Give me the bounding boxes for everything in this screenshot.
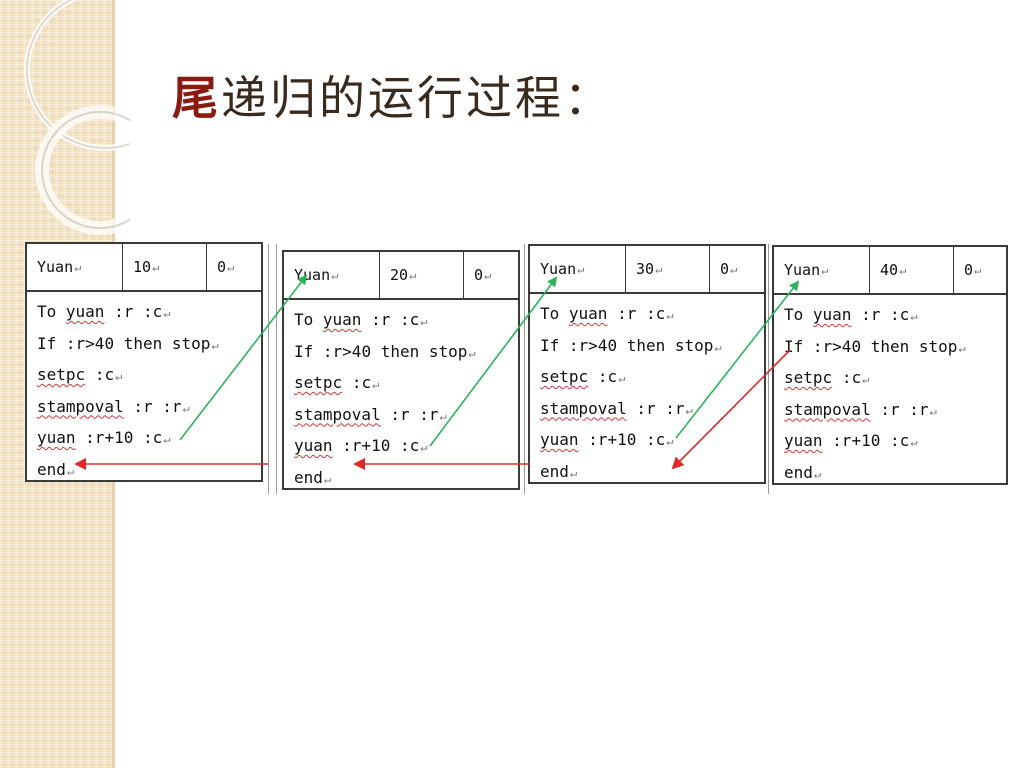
- frame-code: To yuan :r :c↵ If :r>40 then stop↵ setpc…: [774, 295, 1006, 488]
- code-line-3: setpc :c↵: [540, 367, 626, 386]
- title-rest: 递归的运行过程：: [221, 71, 613, 125]
- code-line-3: setpc :c↵: [294, 373, 380, 392]
- code-line-2: If :r>40 then stop↵: [540, 335, 722, 355]
- call-arrow-3: [675, 280, 800, 439]
- header-r: 30↵: [626, 246, 710, 292]
- frame-header: Yuan↵ 10↵ 0↵: [27, 244, 261, 292]
- call-arrow-1: [179, 274, 308, 441]
- code-line-4: stampoval :r :r↵: [37, 396, 190, 416]
- frame-code: To yuan :r :c↵ If :r>40 then stop↵ setpc…: [27, 292, 261, 485]
- header-c: 0↵: [720, 260, 738, 278]
- code-line-4: stampoval :r :r↵: [294, 404, 447, 424]
- frame-3: Yuan↵ 30↵ 0↵ To yuan :r :c↵ If :r>40 the…: [528, 244, 766, 484]
- frame-divider: [276, 244, 277, 494]
- header-c: 0↵: [217, 258, 235, 276]
- frame-header: Yuan↵ 40↵ 0↵: [774, 247, 1006, 295]
- frame-4: Yuan↵ 40↵ 0↵ To yuan :r :c↵ If :r>40 the…: [772, 245, 1008, 485]
- code-line-1: To yuan :r :c↵: [294, 310, 428, 329]
- call-arrow-2: [429, 276, 558, 447]
- header-proc: Yuan↵: [530, 246, 626, 292]
- code-line-6: end↵: [37, 459, 75, 479]
- code-line-4: stampoval :r :r↵: [784, 399, 937, 419]
- code-line-5: yuan :r+10 :c↵: [294, 436, 428, 455]
- code-line-6: end↵: [294, 467, 332, 487]
- header-r: 40↵: [870, 247, 954, 293]
- header-proc: Yuan↵: [774, 247, 870, 293]
- frame-code: To yuan :r :c↵ If :r>40 then stop↵ setpc…: [284, 300, 518, 493]
- slide-title: 尾递归的运行过程：: [172, 62, 613, 128]
- frame-header: Yuan↵ 30↵ 0↵: [530, 246, 764, 294]
- code-line-4: stampoval :r :r↵: [540, 398, 693, 418]
- header-r: 20↵: [380, 252, 464, 298]
- code-line-2: If :r>40 then stop↵: [37, 333, 219, 353]
- code-line-3: setpc :c↵: [37, 365, 123, 384]
- frame-divider: [524, 244, 525, 494]
- code-line-3: setpc :c↵: [784, 368, 870, 387]
- return-arrow-4: [671, 349, 791, 470]
- decorative-rings: [24, 0, 130, 235]
- frame-code: To yuan :r :c↵ If :r>40 then stop↵ setpc…: [530, 294, 764, 487]
- code-line-1: To yuan :r :c↵: [37, 302, 171, 321]
- frame-divider: [768, 244, 769, 494]
- title-first-char: 尾: [172, 71, 221, 125]
- code-line-1: To yuan :r :c↵: [540, 304, 674, 323]
- code-line-2: If :r>40 then stop↵: [784, 336, 966, 356]
- frame-2: Yuan↵ 20↵ 0↵ To yuan :r :c↵ If :r>40 the…: [282, 250, 520, 490]
- header-r: 10↵: [123, 244, 207, 290]
- frame-1: Yuan↵ 10↵ 0↵ To yuan :r :c↵ If :r>40 the…: [25, 242, 263, 482]
- code-line-2: If :r>40 then stop↵: [294, 341, 476, 361]
- code-line-1: To yuan :r :c↵: [784, 305, 918, 324]
- code-line-5: yuan :r+10 :c↵: [540, 430, 674, 449]
- header-c: 0↵: [964, 261, 982, 279]
- header-proc: Yuan↵: [27, 244, 123, 290]
- header-c: 0↵: [474, 266, 492, 284]
- code-line-6: end↵: [784, 462, 822, 482]
- code-line-5: yuan :r+10 :c↵: [37, 428, 171, 447]
- code-line-5: yuan :r+10 :c↵: [784, 431, 918, 450]
- code-line-6: end↵: [540, 461, 578, 481]
- frame-divider: [268, 244, 269, 494]
